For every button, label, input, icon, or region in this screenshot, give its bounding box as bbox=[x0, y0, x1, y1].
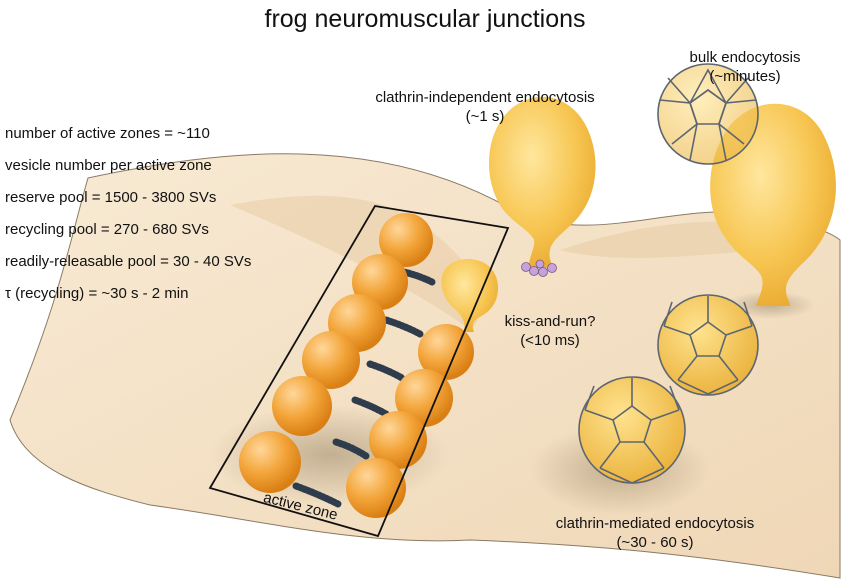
stat-reserve-pool: reserve pool = 1500 - 3800 SVs bbox=[5, 189, 217, 206]
kiss-and-run-vesicle bbox=[441, 259, 498, 332]
synaptic-vesicle-icon bbox=[395, 369, 453, 427]
clathrin-independent-structure bbox=[488, 96, 596, 277]
diagram-title: frog neuromuscular junctions bbox=[264, 5, 586, 33]
label-clathrin-independent: clathrin-independent endocytosis (~1 s) bbox=[355, 88, 615, 126]
clathrin-cage-front bbox=[578, 376, 686, 484]
active-zone-outline bbox=[208, 205, 510, 538]
dense-projection bbox=[351, 396, 390, 418]
synaptic-vesicle-icon bbox=[418, 324, 474, 380]
omega-profile-icon bbox=[488, 96, 596, 269]
dense-projection-group bbox=[292, 268, 436, 508]
membrane-fold bbox=[560, 221, 760, 258]
vesicle-row-back bbox=[239, 213, 433, 493]
clathrin-cage-icon bbox=[658, 295, 758, 395]
label-clathrin-independent-time: (~1 s) bbox=[465, 108, 505, 125]
clathrin-cage-icon bbox=[579, 377, 685, 483]
dense-projection bbox=[400, 268, 436, 286]
synaptic-vesicle-icon bbox=[272, 376, 332, 436]
label-clathrin-independent-name: clathrin-independent endocytosis bbox=[375, 89, 595, 106]
synaptic-vesicle-icon bbox=[302, 331, 360, 389]
label-kiss-and-run: kiss-and-run? (<10 ms) bbox=[490, 312, 610, 350]
label-clathrin-mediated-name: clathrin-mediated endocytosis bbox=[555, 515, 755, 532]
dense-projection bbox=[292, 482, 342, 508]
clathrin-cage-icon bbox=[658, 64, 758, 164]
label-bulk-endocytosis: bulk endocytosis (~minutes) bbox=[670, 48, 820, 86]
stat-recycling-tau: τ (recycling) = ~30 s - 2 min bbox=[5, 285, 189, 302]
label-bulk-name: bulk endocytosis bbox=[689, 49, 801, 66]
bulk-endocytosis-structure bbox=[710, 103, 836, 307]
label-clathrin-mediated: clathrin-mediated endocytosis (~30 - 60 … bbox=[530, 514, 780, 552]
dense-projection bbox=[332, 438, 370, 460]
omega-profile-icon bbox=[441, 259, 498, 332]
synaptic-vesicle-icon bbox=[239, 431, 301, 493]
label-bulk-time: (~minutes) bbox=[709, 68, 781, 85]
dense-projection bbox=[366, 360, 406, 382]
label-kiss-and-run-time: (<10 ms) bbox=[520, 332, 580, 349]
vesicle-pool-stats: number of active zones = ~110 vesicle nu… bbox=[5, 124, 251, 316]
stat-rrp: readily-releasable pool = 30 - 40 SVs bbox=[5, 253, 252, 270]
label-kiss-and-run-name: kiss-and-run? bbox=[504, 313, 596, 330]
synaptic-vesicle-icon bbox=[379, 213, 433, 267]
omega-profile-icon bbox=[710, 103, 836, 307]
clathrin-cage-mid bbox=[657, 294, 759, 396]
clathrin-cage-bulk bbox=[657, 63, 759, 165]
stat-vesicles-per-zone: vesicle number per active zone bbox=[5, 157, 212, 174]
synaptic-vesicle-icon bbox=[346, 458, 406, 518]
label-clathrin-mediated-time: (~30 - 60 s) bbox=[616, 534, 694, 551]
stat-active-zones: number of active zones = ~110 bbox=[5, 125, 210, 142]
adaptor-protein-ring bbox=[521, 259, 557, 277]
stat-recycling-pool: recycling pool = 270 - 680 SVs bbox=[5, 221, 209, 238]
dense-projection bbox=[382, 316, 424, 338]
